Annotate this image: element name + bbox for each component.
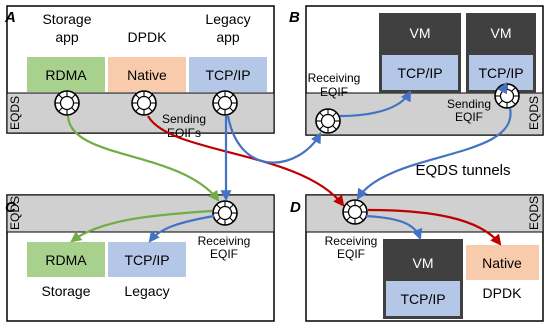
eqif-icon-a1 (54, 90, 80, 116)
receiving-eqif-b-line2: EQIF (320, 85, 348, 99)
native-box-d (466, 245, 539, 280)
panel-label-c: C (5, 199, 17, 216)
blue-arrow-d-to-vm (365, 214, 423, 241)
blue-arrow-c-to-tcp (148, 214, 215, 243)
storage-caption-c: Storage (41, 283, 90, 299)
native-label-d: Native (482, 255, 522, 271)
eqif-icon-b-send (494, 83, 520, 109)
eqds-tunnels-label: EQDS tunnels (415, 162, 510, 179)
eqds-label-b: EQDS (527, 96, 541, 130)
receiving-eqif-b-line1: Receiving (308, 71, 361, 85)
native-box-a (108, 57, 186, 92)
eqif-icon-a2 (131, 90, 157, 116)
receiving-eqif-c-line2: EQIF (210, 247, 238, 261)
sending-eqifs-line1: Sending (162, 112, 206, 126)
storage-app-title-line2: app (55, 29, 79, 45)
tcpip-box-a (189, 57, 267, 92)
tcpip-label-b2: TCP/IP (478, 65, 523, 81)
storage-app-title-line1: Storage (42, 11, 91, 27)
tcpip-label-d: TCP/IP (400, 291, 445, 307)
panel-label-b: B (289, 9, 300, 26)
panel-a: EQDS Storage app DPDK Legacy app RDMA Na… (6, 5, 275, 140)
panel-label-d: D (290, 199, 301, 216)
vm-title-d: VM (413, 255, 434, 271)
legacy-app-title-line1: Legacy (205, 11, 250, 27)
tcpip-label-c: TCP/IP (124, 252, 169, 268)
native-label-a: Native (127, 67, 167, 83)
eqif-icon-a3 (212, 90, 238, 116)
red-arrow-a-to-d (147, 115, 345, 207)
tcpip-box-d (386, 281, 460, 316)
tcpip-label-b1: TCP/IP (397, 65, 442, 81)
tcpip-box-b1 (382, 55, 458, 90)
green-arrow-a-to-c (66, 115, 220, 202)
dpdk-title: DPDK (128, 29, 168, 45)
receiving-eqif-c-line1: Receiving (198, 234, 251, 248)
rdma-box-c (27, 242, 105, 277)
eqif-icon-b-receive (315, 108, 341, 134)
eqif-icon-d (342, 199, 368, 225)
blue-arrow-b-receive-to-vm (339, 90, 412, 118)
dpdk-caption-d: DPDK (483, 285, 523, 301)
eqds-label-a: EQDS (8, 96, 22, 130)
sending-eqifs-line2: EQIFs (167, 126, 201, 140)
vm-title-b2: VM (491, 25, 512, 41)
panel-label-a: A (4, 9, 16, 26)
panel-c: EQDS Receiving EQIF RDMA Storage TCP/IP … (6, 194, 275, 322)
eqif-icon-c (212, 200, 238, 226)
panel-d: EQDS Receiving EQIF VM TCP/IP Native DPD… (305, 194, 544, 322)
sending-eqif-b-line2: EQIF (455, 110, 483, 124)
red-arrow-d-to-native (367, 208, 502, 246)
blue-arrow-b-vm-to-send (497, 82, 507, 95)
rdma-label-a: RDMA (45, 67, 87, 83)
legacy-app-title-line2: app (216, 29, 240, 45)
blue-arrow-a-to-b (226, 115, 322, 164)
blue-arrow-b-to-d (356, 107, 512, 200)
tcpip-box-c (108, 242, 186, 277)
arrows (66, 82, 512, 246)
receiving-eqif-d-line2: EQIF (337, 247, 365, 261)
panel-b: EQDS VM TCP/IP VM TCP/IP Receiving EQIF … (305, 5, 544, 136)
tcpip-label-a: TCP/IP (205, 67, 250, 83)
sending-eqif-b-line1: Sending (447, 97, 491, 111)
vm-title-b1: VM (410, 25, 431, 41)
eqds-label-d: EQDS (527, 196, 541, 230)
rdma-label-c: RDMA (45, 252, 87, 268)
eqds-label-c: EQDS (8, 196, 22, 230)
green-arrow-c-to-rdma (70, 209, 213, 243)
rdma-box-a (27, 57, 105, 92)
receiving-eqif-d-line1: Receiving (325, 234, 378, 248)
legacy-caption-c: Legacy (124, 283, 169, 299)
